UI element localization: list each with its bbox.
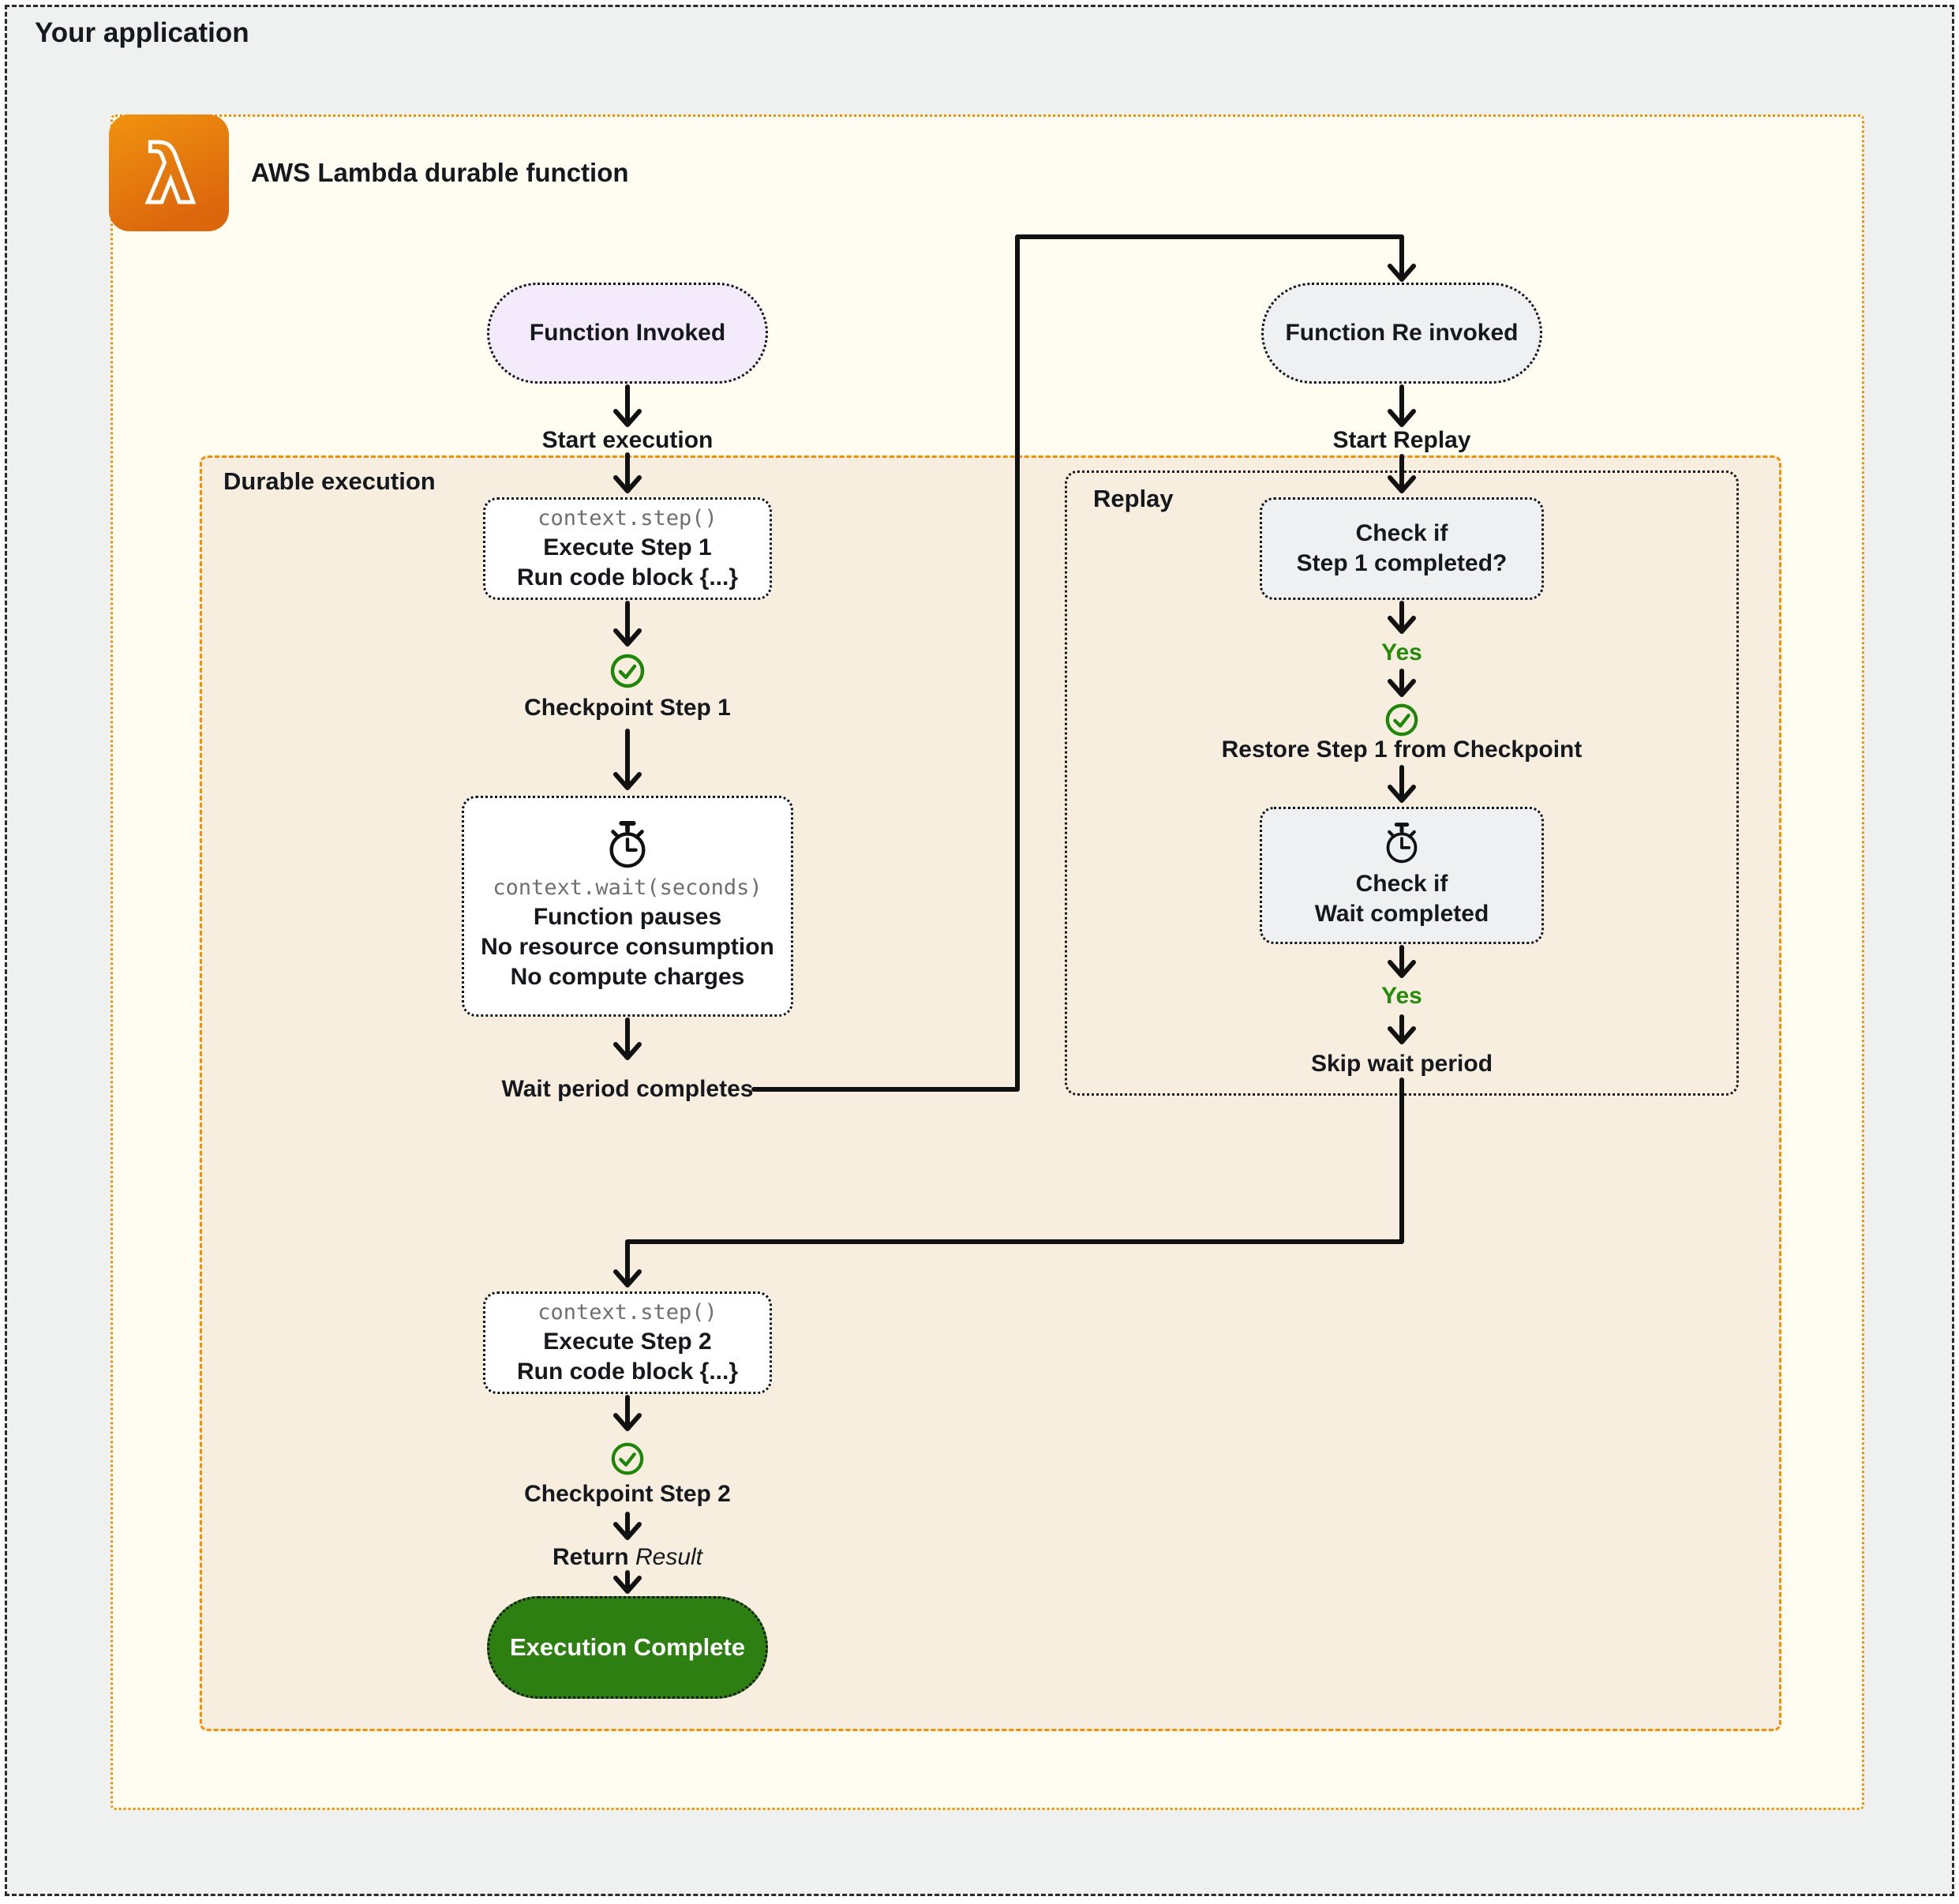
- node-execute-step1: context.step() Execute Step 1 Run code b…: [483, 497, 772, 600]
- return-italic: Result: [635, 1544, 703, 1570]
- aws-lambda-icon: λ: [109, 114, 229, 231]
- node-check-wait: Check if Wait completed: [1260, 807, 1544, 944]
- stopwatch-icon: [609, 821, 646, 868]
- label-return-result: Return Result: [552, 1544, 702, 1571]
- label-start-execution: Start execution: [541, 427, 714, 453]
- label-skip-wait-period: Skip wait period: [1310, 1051, 1493, 1077]
- node-wait: context.wait(seconds) Function pauses No…: [462, 796, 793, 1017]
- lambda-glyph: λ: [145, 129, 195, 221]
- check-circle-icon: [1385, 703, 1418, 736]
- label-wait-period-completes: Wait period completes: [501, 1076, 754, 1102]
- replay-label: Replay: [1093, 485, 1174, 512]
- node-execution-complete: Execution Complete: [487, 1596, 768, 1699]
- label-yes-1: Yes: [1381, 639, 1422, 665]
- return-bold: Return: [552, 1544, 629, 1570]
- page-title: Your application: [35, 17, 249, 48]
- node-check-step1: Check if Step 1 completed?: [1260, 497, 1544, 600]
- check-circle-icon: [611, 1442, 644, 1475]
- node-function-reinvoked: Function Re invoked: [1261, 283, 1542, 384]
- label-checkpoint-step2: Checkpoint Step 2: [524, 1481, 731, 1507]
- label-checkpoint-step1: Checkpoint Step 1: [524, 695, 731, 721]
- panel-title: AWS Lambda durable function: [251, 158, 629, 187]
- node-function-invoked: Function Invoked: [487, 283, 768, 384]
- check-circle-icon: [610, 654, 645, 688]
- label-yes-2: Yes: [1381, 983, 1422, 1009]
- label-restore-step1: Restore Step 1 from Checkpoint: [1221, 736, 1583, 763]
- label-start-replay: Start Replay: [1332, 427, 1471, 453]
- stopwatch-icon: [1386, 823, 1418, 864]
- node-execute-step2: context.step() Execute Step 2 Run code b…: [483, 1291, 772, 1394]
- durable-execution-label: Durable execution: [223, 467, 436, 495]
